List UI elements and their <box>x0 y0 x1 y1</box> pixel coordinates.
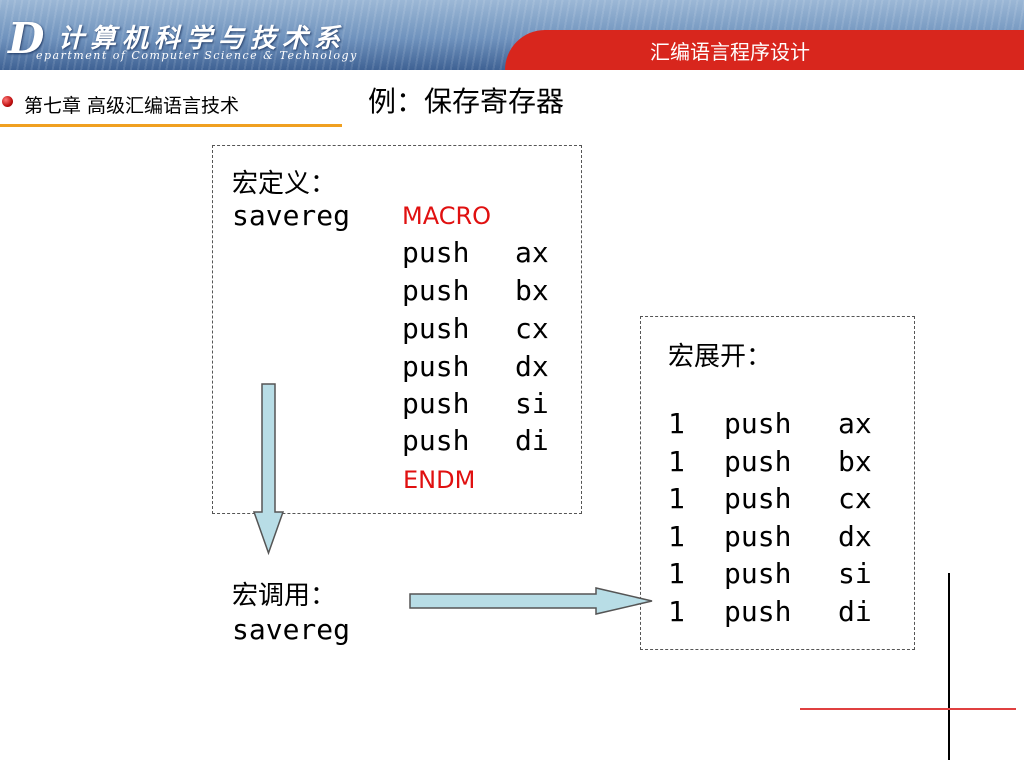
macro-body-op: push <box>402 424 470 457</box>
macro-body-reg: dx <box>515 350 549 383</box>
macro-call-heading: 宏调用： <box>232 581 337 611</box>
chapter-label: 第七章 高级汇编语言技术 <box>24 95 240 117</box>
expansion-reg: di <box>838 595 872 628</box>
expansion-op: push <box>724 407 792 440</box>
expansion-level: 1 <box>668 407 685 440</box>
department-name-en: epartment of Computer Science & Technolo… <box>36 49 358 62</box>
expansion-reg: dx <box>838 520 872 553</box>
macro-body-op: push <box>402 236 470 269</box>
expansion-op: push <box>724 482 792 515</box>
expansion-op: push <box>724 520 792 553</box>
expansion-reg: bx <box>838 445 872 478</box>
header-banner: D 计算机科学与技术系 epartment of Computer Scienc… <box>0 0 1024 70</box>
right-arrow-icon <box>409 587 653 615</box>
expansion-level: 1 <box>668 557 685 590</box>
macro-body-reg: si <box>515 387 549 420</box>
expansion-op: push <box>724 595 792 628</box>
macro-call-name: savereg <box>232 613 351 646</box>
chapter-underline <box>0 124 342 127</box>
expansion-level: 1 <box>668 445 685 478</box>
macro-body-op: push <box>402 387 470 420</box>
expansion-op: push <box>724 445 792 478</box>
macro-body-reg: ax <box>515 236 549 269</box>
macro-body-op: push <box>402 312 470 345</box>
macro-body-op: push <box>402 350 470 383</box>
course-title: 汇编语言程序设计 <box>650 40 810 64</box>
slide-title: 例：保存寄存器 <box>368 85 565 118</box>
department-logo-letter: D <box>8 14 45 63</box>
macro-expansion-heading: 宏展开： <box>668 342 773 372</box>
macro-start-keyword: MACRO <box>402 202 492 230</box>
course-title-tab <box>505 30 1024 70</box>
macro-definition-heading: 宏定义： <box>232 169 337 199</box>
expansion-op: push <box>724 557 792 590</box>
expansion-level: 1 <box>668 595 685 628</box>
expansion-reg: si <box>838 557 872 590</box>
macro-expansion-box <box>640 316 915 650</box>
down-arrow-icon <box>252 383 285 556</box>
macro-body-reg: bx <box>515 274 549 307</box>
macro-body-reg: cx <box>515 312 549 345</box>
macro-name: savereg <box>232 199 351 232</box>
expansion-level: 1 <box>668 482 685 515</box>
bullet-icon <box>2 96 13 107</box>
department-name-cn: 计算机科学与技术系 <box>58 24 347 54</box>
macro-body-op: push <box>402 274 470 307</box>
expansion-reg: ax <box>838 407 872 440</box>
expansion-reg: cx <box>838 482 872 515</box>
expansion-level: 1 <box>668 520 685 553</box>
macro-body-reg: di <box>515 424 549 457</box>
macro-end-keyword: ENDM <box>403 466 476 494</box>
